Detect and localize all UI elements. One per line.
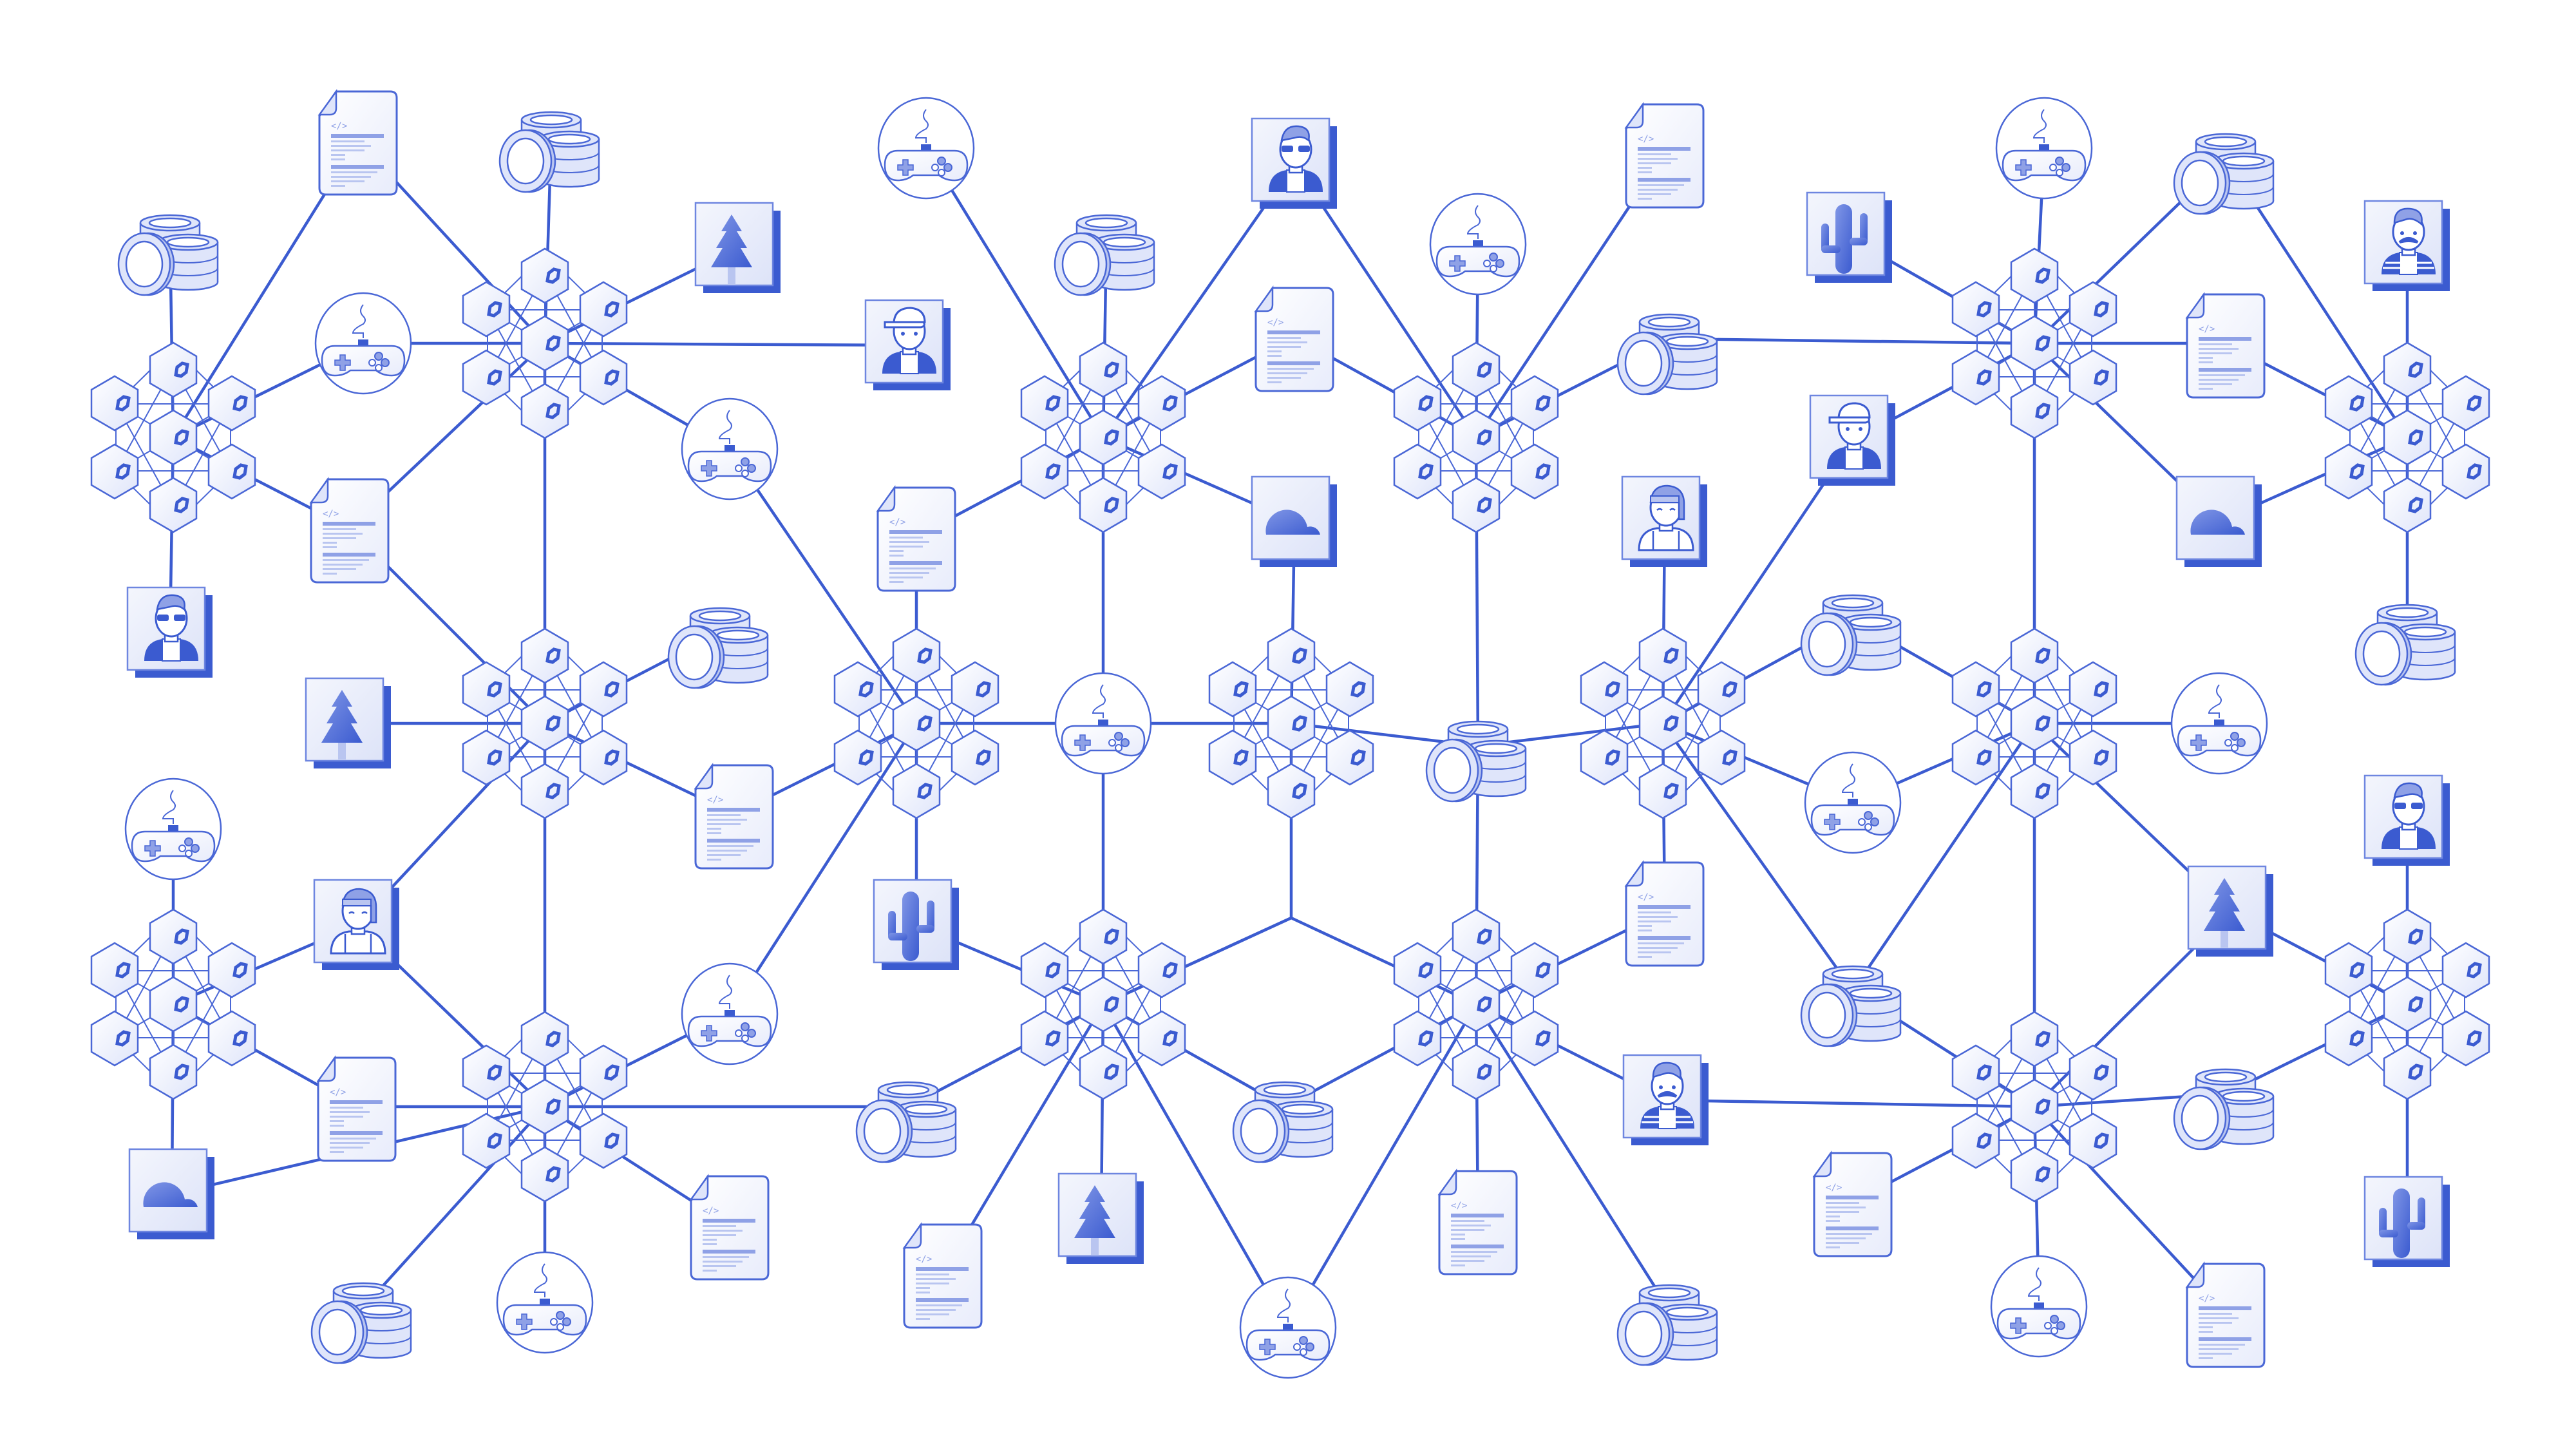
gamepad-icon xyxy=(681,397,779,501)
blockchain-node-cluster xyxy=(2325,343,2489,532)
connection-line xyxy=(1662,722,1854,992)
document-icon xyxy=(1622,103,1705,209)
avatar-sunglasses-icon xyxy=(128,587,213,678)
blockchain-node-cluster xyxy=(91,910,255,1099)
document-icon xyxy=(307,478,390,584)
cactus-icon xyxy=(2365,1177,2450,1267)
document-icon xyxy=(692,764,774,870)
gamepad-icon xyxy=(1239,1276,1337,1379)
gamepad-icon xyxy=(124,777,222,881)
blockchain-node-cluster xyxy=(91,343,255,532)
document-icon xyxy=(1252,287,1334,392)
coins-icon xyxy=(855,1081,957,1163)
avatar-cap-icon xyxy=(866,300,951,390)
connection-line xyxy=(728,448,918,725)
tree-icon xyxy=(2188,866,2273,957)
blockchain-node-cluster xyxy=(1394,343,1558,532)
gamepad-icon xyxy=(2170,672,2268,775)
avatar-female-icon xyxy=(314,880,399,970)
avatar-mustache-icon xyxy=(1624,1055,1709,1145)
connection-line xyxy=(1103,916,1292,1006)
blockchain-node-cluster xyxy=(1209,629,1373,818)
cactus-icon xyxy=(1807,193,1892,283)
cloud-icon xyxy=(129,1149,214,1239)
blockchain-node-cluster xyxy=(1394,910,1558,1099)
connection-line xyxy=(1291,916,1477,1006)
coins-icon xyxy=(2173,1068,2275,1150)
coins-icon xyxy=(1616,313,1718,396)
blockchain-node-cluster xyxy=(463,629,627,818)
document-icon xyxy=(874,486,956,592)
blockchain-node-cluster xyxy=(1953,1012,2116,1201)
document-icon xyxy=(316,90,398,196)
connection-line xyxy=(1102,1003,1289,1329)
connection-line xyxy=(1287,1003,1477,1329)
blockchain-node-cluster xyxy=(463,249,627,438)
avatar-female-icon xyxy=(1622,477,1707,567)
coins-icon xyxy=(1800,965,1902,1047)
coins-icon xyxy=(1232,1081,1334,1163)
avatar-cap-icon xyxy=(1810,396,1895,486)
coins-icon xyxy=(2354,604,2456,686)
gamepad-icon xyxy=(1054,672,1152,775)
gamepad-icon xyxy=(681,962,779,1065)
connection-line xyxy=(1102,162,1296,439)
gamepad-icon xyxy=(1429,193,1527,296)
tree-icon xyxy=(696,203,781,293)
gamepad-icon xyxy=(877,97,975,200)
connection-line xyxy=(1669,337,2035,345)
coins-icon xyxy=(498,111,600,193)
coins-icon xyxy=(1616,1284,1718,1366)
connection-line xyxy=(1662,439,1854,725)
blockchain-node-cluster xyxy=(2325,910,2489,1099)
connection-line xyxy=(1283,1003,1477,1108)
coins-icon xyxy=(1425,720,1527,803)
blockchain-node-cluster xyxy=(1021,910,1185,1099)
tree-icon xyxy=(306,678,391,768)
avatar-sunglasses-icon xyxy=(1252,119,1337,209)
connection-line xyxy=(1852,722,2036,992)
gamepad-icon xyxy=(1990,1255,2088,1358)
connection-line xyxy=(907,1003,1104,1108)
blockchain-node-cluster xyxy=(835,629,998,818)
coins-icon xyxy=(667,607,769,689)
cactus-icon xyxy=(874,880,959,970)
coins-icon xyxy=(310,1282,412,1364)
coins-icon xyxy=(1054,214,1155,296)
blockchain-node-cluster xyxy=(1581,629,1745,818)
blockchain-node-cluster xyxy=(1021,343,1185,532)
avatar-mustache-icon xyxy=(2365,201,2450,291)
blockchain-node-cluster xyxy=(463,1012,627,1201)
document-icon xyxy=(900,1223,983,1329)
cloud-icon xyxy=(2177,477,2262,567)
document-icon xyxy=(314,1056,397,1162)
gamepad-icon xyxy=(1804,751,1902,854)
connection-line xyxy=(1475,1003,1671,1311)
document-icon xyxy=(1435,1170,1518,1275)
avatar-sunglasses-icon xyxy=(2365,776,2450,866)
gamepad-icon xyxy=(496,1251,594,1354)
coins-icon xyxy=(1800,594,1902,676)
document-icon xyxy=(2183,293,2266,399)
cloud-icon xyxy=(1252,477,1337,567)
tree-icon xyxy=(1059,1174,1144,1264)
blockchain-node-cluster xyxy=(1953,249,2116,438)
coins-icon xyxy=(117,214,219,296)
connection-line xyxy=(728,722,918,1015)
connection-line xyxy=(1293,162,1477,439)
coins-icon xyxy=(2173,133,2275,215)
gamepad-icon xyxy=(314,292,412,395)
document-icon xyxy=(1810,1152,1893,1257)
connection-line xyxy=(925,147,1104,439)
gamepad-icon xyxy=(1995,97,2093,200)
connection-line xyxy=(1665,1098,2035,1109)
document-icon xyxy=(1622,861,1705,967)
blockchain-node-cluster xyxy=(1953,629,2116,818)
document-icon xyxy=(2183,1263,2266,1368)
connection-line xyxy=(544,341,909,347)
document-icon xyxy=(687,1175,770,1281)
